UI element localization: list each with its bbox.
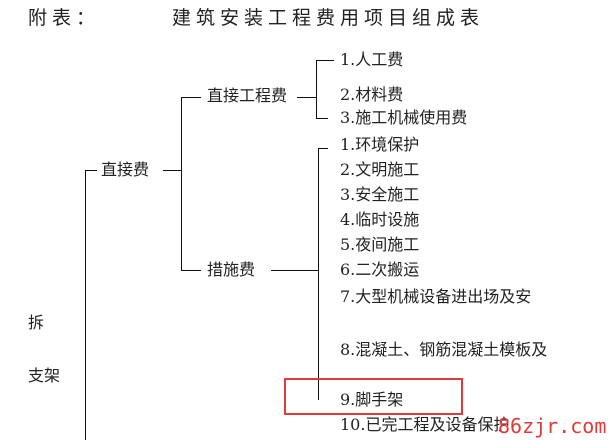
measure-item: 6.二次搬运	[340, 260, 420, 279]
measure-item: 5.夜间施工	[340, 235, 420, 254]
tree-line	[318, 148, 319, 400]
measure-item: 2.文明施工	[340, 160, 420, 179]
tree-line	[181, 97, 182, 270]
left-label-zhijia: 支架	[28, 366, 61, 385]
prefix-label: 附表：	[28, 7, 101, 29]
left-label-chai: 拆	[28, 313, 45, 332]
measure-item: 10.已完工程及设备保护	[340, 415, 510, 434]
highlight-box	[284, 378, 463, 415]
direct-item: 1.人工费	[340, 50, 404, 69]
direct-item: 2.材料费	[340, 85, 404, 104]
tree-line	[316, 60, 334, 61]
page-title: 建筑安装工程费用项目组成表	[172, 7, 485, 29]
tree-line	[85, 170, 97, 171]
direct-fee-label: 直接费	[101, 160, 150, 179]
tree-line	[181, 97, 201, 98]
measure-item: 9.脚手架	[340, 390, 404, 409]
tree-line	[271, 270, 318, 271]
tree-line	[163, 170, 181, 171]
measure-item: 8.混凝土、钢筋混凝土模板及	[340, 340, 548, 359]
direct-eng-fee-label: 直接工程费	[207, 86, 288, 105]
tree-line	[181, 270, 201, 271]
tree-line	[316, 60, 317, 118]
measure-item: 3.安全施工	[340, 185, 420, 204]
tree-line	[85, 170, 86, 440]
measure-item: 1.环境保护	[340, 135, 420, 154]
measures-fee-label: 措施费	[207, 260, 256, 279]
tree-line	[316, 118, 328, 119]
watermark: 86zjr.com	[498, 414, 607, 438]
measure-item: 4.临时设施	[340, 210, 420, 229]
measure-item: 7.大型机械设备进出场及安	[340, 287, 532, 306]
direct-item: 3.施工机械使用费	[340, 108, 468, 127]
tree-line	[297, 97, 316, 98]
tree-line	[318, 148, 328, 149]
